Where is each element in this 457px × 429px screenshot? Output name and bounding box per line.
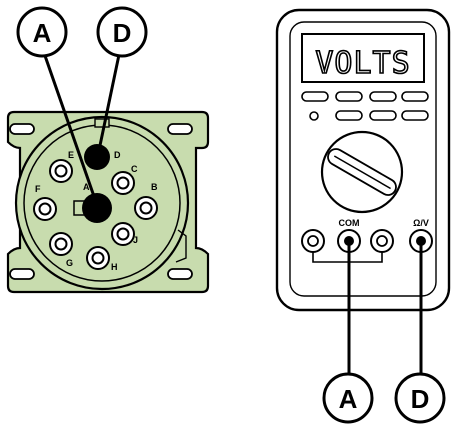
pin-e (49, 159, 73, 183)
pin-label-d: D (114, 150, 121, 160)
multimeter: VOLTS COM Ω/V (275, 8, 451, 312)
pin-f (33, 197, 57, 221)
connector-latch (175, 229, 187, 263)
pin-g (49, 232, 73, 256)
jack-3[interactable] (370, 229, 394, 253)
pin-d-probed (84, 144, 110, 170)
jack-label-ohm-volt: Ω/V (413, 218, 429, 228)
meter-button-5[interactable] (335, 110, 363, 121)
svg-text:A: A (33, 18, 52, 48)
pin-label-j: J (133, 235, 138, 245)
meter-button-6[interactable] (369, 110, 397, 121)
connector-key-notch (94, 118, 110, 128)
pin-label-g: G (66, 258, 73, 268)
meter-button-2[interactable] (335, 91, 363, 102)
pin-label-h: H (111, 262, 118, 272)
display-reading: VOLTS (315, 46, 410, 81)
meter-button-3[interactable] (369, 91, 397, 102)
pin-label-f: F (35, 184, 41, 194)
pin-c (111, 171, 135, 195)
jack-label-com: COM (339, 218, 360, 228)
rotary-dial-pointer (327, 148, 397, 196)
callout-a-connector: A (16, 6, 68, 58)
connector: E D C F A B J G H (6, 110, 210, 294)
meter-indicator-dot (309, 111, 319, 121)
pin-a-probed (82, 193, 112, 223)
mount-slot-bottom-right (167, 268, 193, 280)
svg-text:A: A (339, 384, 358, 414)
callout-a-meter: A (322, 372, 374, 424)
pin-b (134, 196, 158, 220)
svg-text:D: D (113, 18, 132, 48)
mount-slot-top-right (167, 123, 193, 135)
mount-slot-bottom-left (9, 268, 35, 280)
pin-j (111, 222, 135, 246)
callout-d-connector: D (96, 6, 148, 58)
pin-h (86, 246, 110, 270)
probe-lead-d-connector (96, 49, 122, 156)
meter-button-7[interactable] (401, 110, 429, 121)
pin-label-c: C (131, 164, 138, 174)
meter-button-4[interactable] (401, 91, 429, 102)
pin-label-e: E (68, 150, 74, 160)
meter-display (301, 33, 425, 83)
mount-slot-top-left (9, 123, 35, 135)
pin-label-a: A (83, 182, 90, 192)
pin-label-b: B (151, 182, 158, 192)
svg-text:D: D (411, 384, 430, 414)
probe-lead-a-connector (41, 49, 99, 206)
jack-1[interactable] (301, 229, 325, 253)
callout-d-meter: D (394, 372, 446, 424)
meter-button-1[interactable] (301, 91, 329, 102)
